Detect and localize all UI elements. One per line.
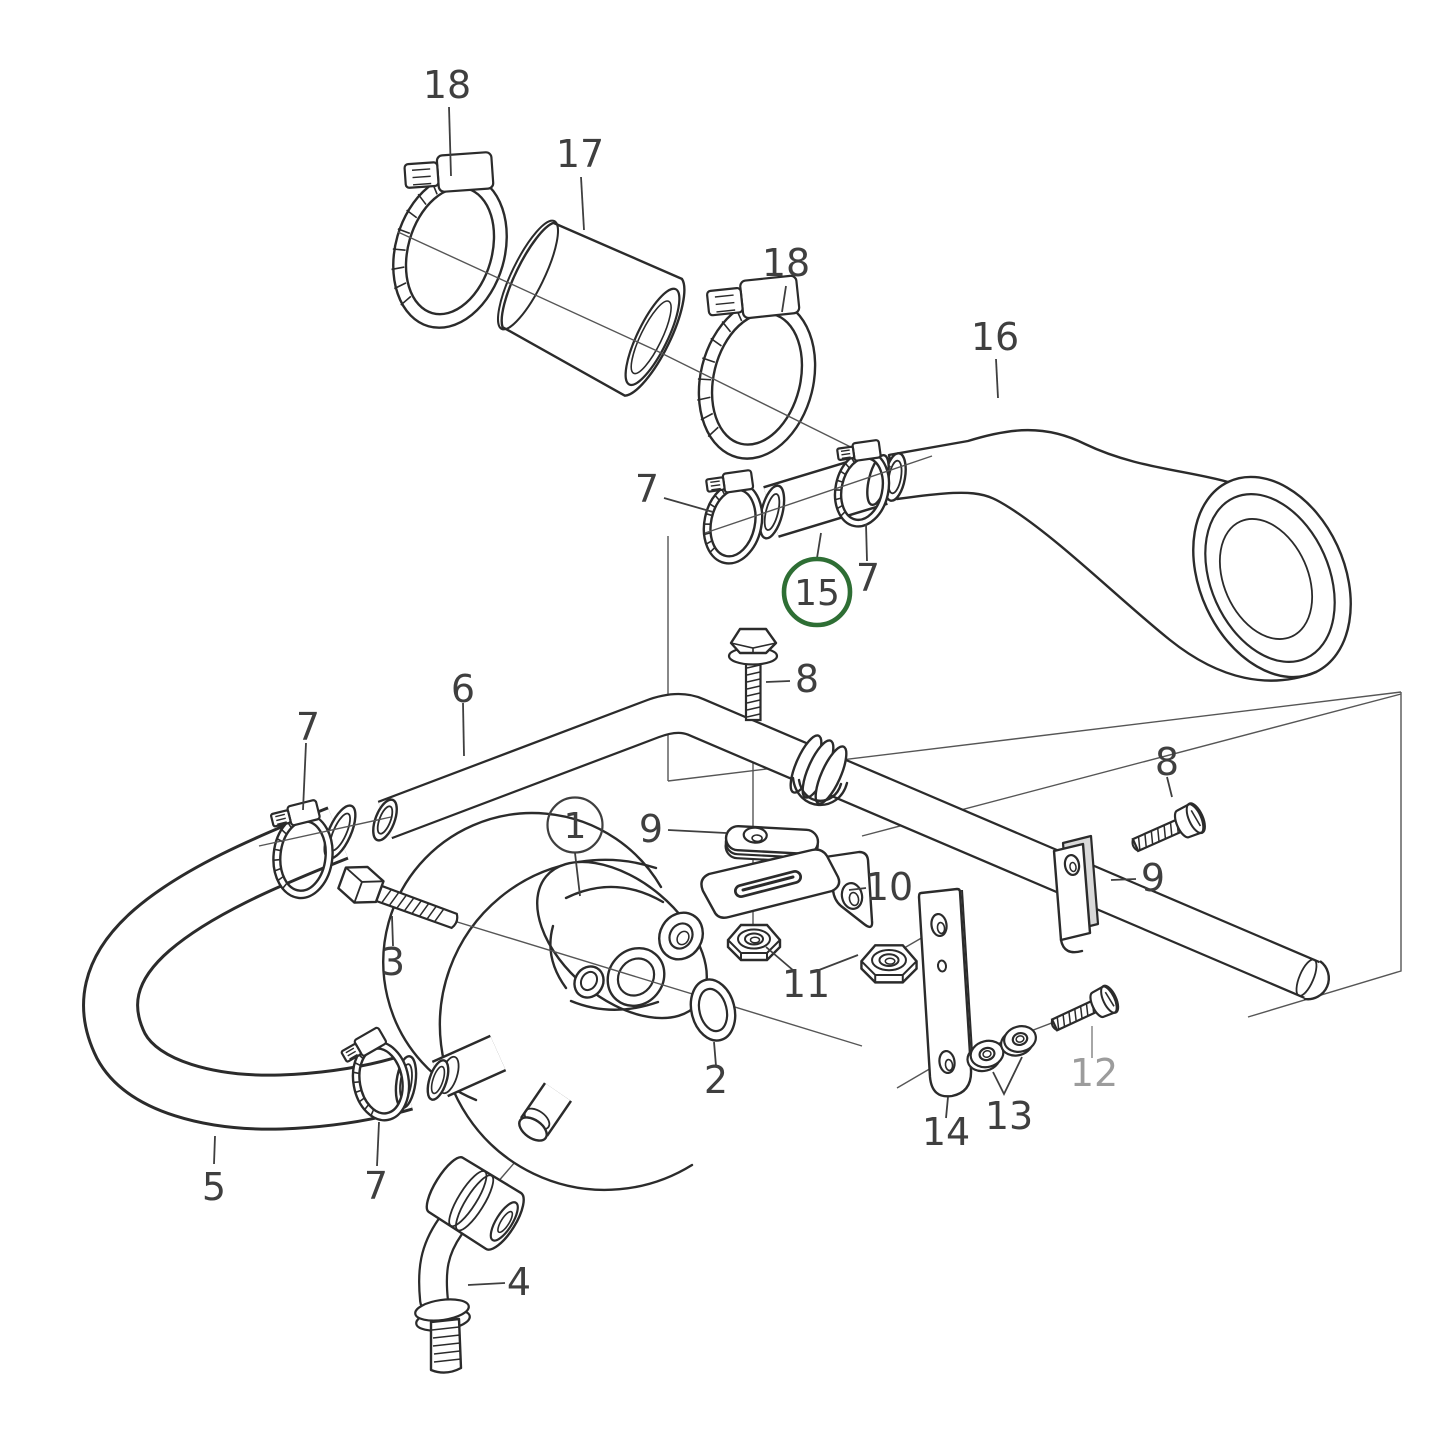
callout-1: 1 xyxy=(564,806,587,847)
hose-16-bore xyxy=(1218,518,1314,640)
callout-circle-1 xyxy=(546,796,604,854)
callout-leader-11 xyxy=(765,946,795,972)
hose-5 xyxy=(82,804,418,1131)
callout-leader-14 xyxy=(945,1096,949,1119)
hose-16-inner-wall xyxy=(1204,493,1336,663)
hose-16-mouth-rim xyxy=(1192,480,1318,679)
sleeve-wall-rim xyxy=(624,287,681,387)
callout-leader-11-1 xyxy=(818,954,859,971)
callout-leader-7-b xyxy=(865,523,868,562)
pipe-6-end-cap xyxy=(1295,958,1330,1001)
callout-leader-18-right xyxy=(781,285,787,313)
callout-leader-1 xyxy=(574,852,581,897)
hose-sleeve-17 xyxy=(497,219,686,397)
bolt-3 xyxy=(337,865,459,930)
callout-7-bottom: 7 xyxy=(364,1164,388,1208)
callout-leader-7-left xyxy=(302,742,307,811)
callout-12: 12 xyxy=(1070,1051,1118,1095)
callout-3: 3 xyxy=(381,940,405,984)
callout-17: 17 xyxy=(556,132,604,176)
callout-6: 6 xyxy=(451,667,475,711)
nut-11-a xyxy=(726,923,782,962)
fitting-barrel xyxy=(425,1156,525,1251)
pump-axis-line xyxy=(440,916,863,1047)
callout-leader-5 xyxy=(213,1135,216,1165)
pump-flange-ear-boss xyxy=(658,911,704,961)
callout-8-right: 8 xyxy=(1155,740,1179,784)
bracket-tab-9 xyxy=(724,825,820,863)
callout-2: 2 xyxy=(704,1058,728,1102)
pump-volute-inner-rim xyxy=(382,811,663,1102)
callout-18-right: 18 xyxy=(762,241,810,285)
sleeve-bore-rim xyxy=(630,300,672,375)
elbow-fitting-4 xyxy=(414,1156,525,1374)
screw-8-right xyxy=(1125,799,1210,862)
callout-leader-8-center xyxy=(765,680,791,683)
clamp-18-right xyxy=(667,255,838,471)
callout-18-left: 18 xyxy=(423,63,471,107)
plane-right-edge xyxy=(1247,692,1402,1018)
callout-leader-4 xyxy=(467,1282,506,1286)
screw-12 xyxy=(1045,982,1123,1041)
pipe-6 xyxy=(372,693,1330,1001)
callout-leader-9-right xyxy=(1110,878,1137,881)
callout-15: 15 xyxy=(794,573,840,614)
callout-leader-6 xyxy=(462,702,465,757)
bracket-10 xyxy=(700,848,874,929)
callout-leader-18-left xyxy=(448,106,452,177)
axis-line-15 xyxy=(704,455,933,534)
callout-5: 5 xyxy=(202,1165,226,1209)
nut-11-b xyxy=(860,944,918,984)
callout-11: 11 xyxy=(782,962,830,1006)
callout-10: 10 xyxy=(865,865,913,909)
callout-leader-2 xyxy=(713,1041,717,1067)
callout-8-center: 8 xyxy=(795,657,819,701)
seal-ring-2 xyxy=(689,978,737,1042)
callout-leader-8-right xyxy=(1166,776,1173,798)
hose-16 xyxy=(883,428,1352,682)
pipe-6-opening xyxy=(372,798,398,842)
callout-leader-13 xyxy=(992,1056,1023,1097)
callout-16: 16 xyxy=(971,315,1019,359)
callout-13: 13 xyxy=(985,1094,1033,1138)
pump-body-1 xyxy=(382,811,708,1192)
axis-line-17 xyxy=(397,231,892,468)
flange-bolt-8 xyxy=(727,627,779,722)
callout-4: 4 xyxy=(507,1260,531,1304)
callout-circle-15 xyxy=(781,556,853,628)
callout-leader-9-center xyxy=(667,829,727,834)
callout-9-right: 9 xyxy=(1141,856,1165,900)
callout-14: 14 xyxy=(922,1110,970,1154)
sleeve-back-rim xyxy=(497,219,559,331)
callout-leader-10 xyxy=(848,887,867,891)
callout-leader-3 xyxy=(391,915,394,947)
pipe-collar-9 xyxy=(789,734,849,807)
callout-7-left: 7 xyxy=(296,705,320,749)
pipe-bracket-9-right xyxy=(1052,834,1100,954)
axis-line-hose5-pipe6 xyxy=(258,816,392,847)
callout-leader-16 xyxy=(995,358,999,399)
callout-7-b: 7 xyxy=(856,556,880,600)
callout-9-center: 9 xyxy=(639,807,663,851)
collar-saddle xyxy=(791,776,849,807)
callout-leader-7-bottom xyxy=(376,1121,380,1167)
callout-leader-17 xyxy=(580,176,585,231)
callout-leader-15 xyxy=(816,532,822,559)
callout-7-a: 7 xyxy=(635,467,659,511)
callout-leader-7-a xyxy=(663,497,714,513)
tube-15 xyxy=(758,453,890,540)
bracket-14 xyxy=(917,887,974,1098)
